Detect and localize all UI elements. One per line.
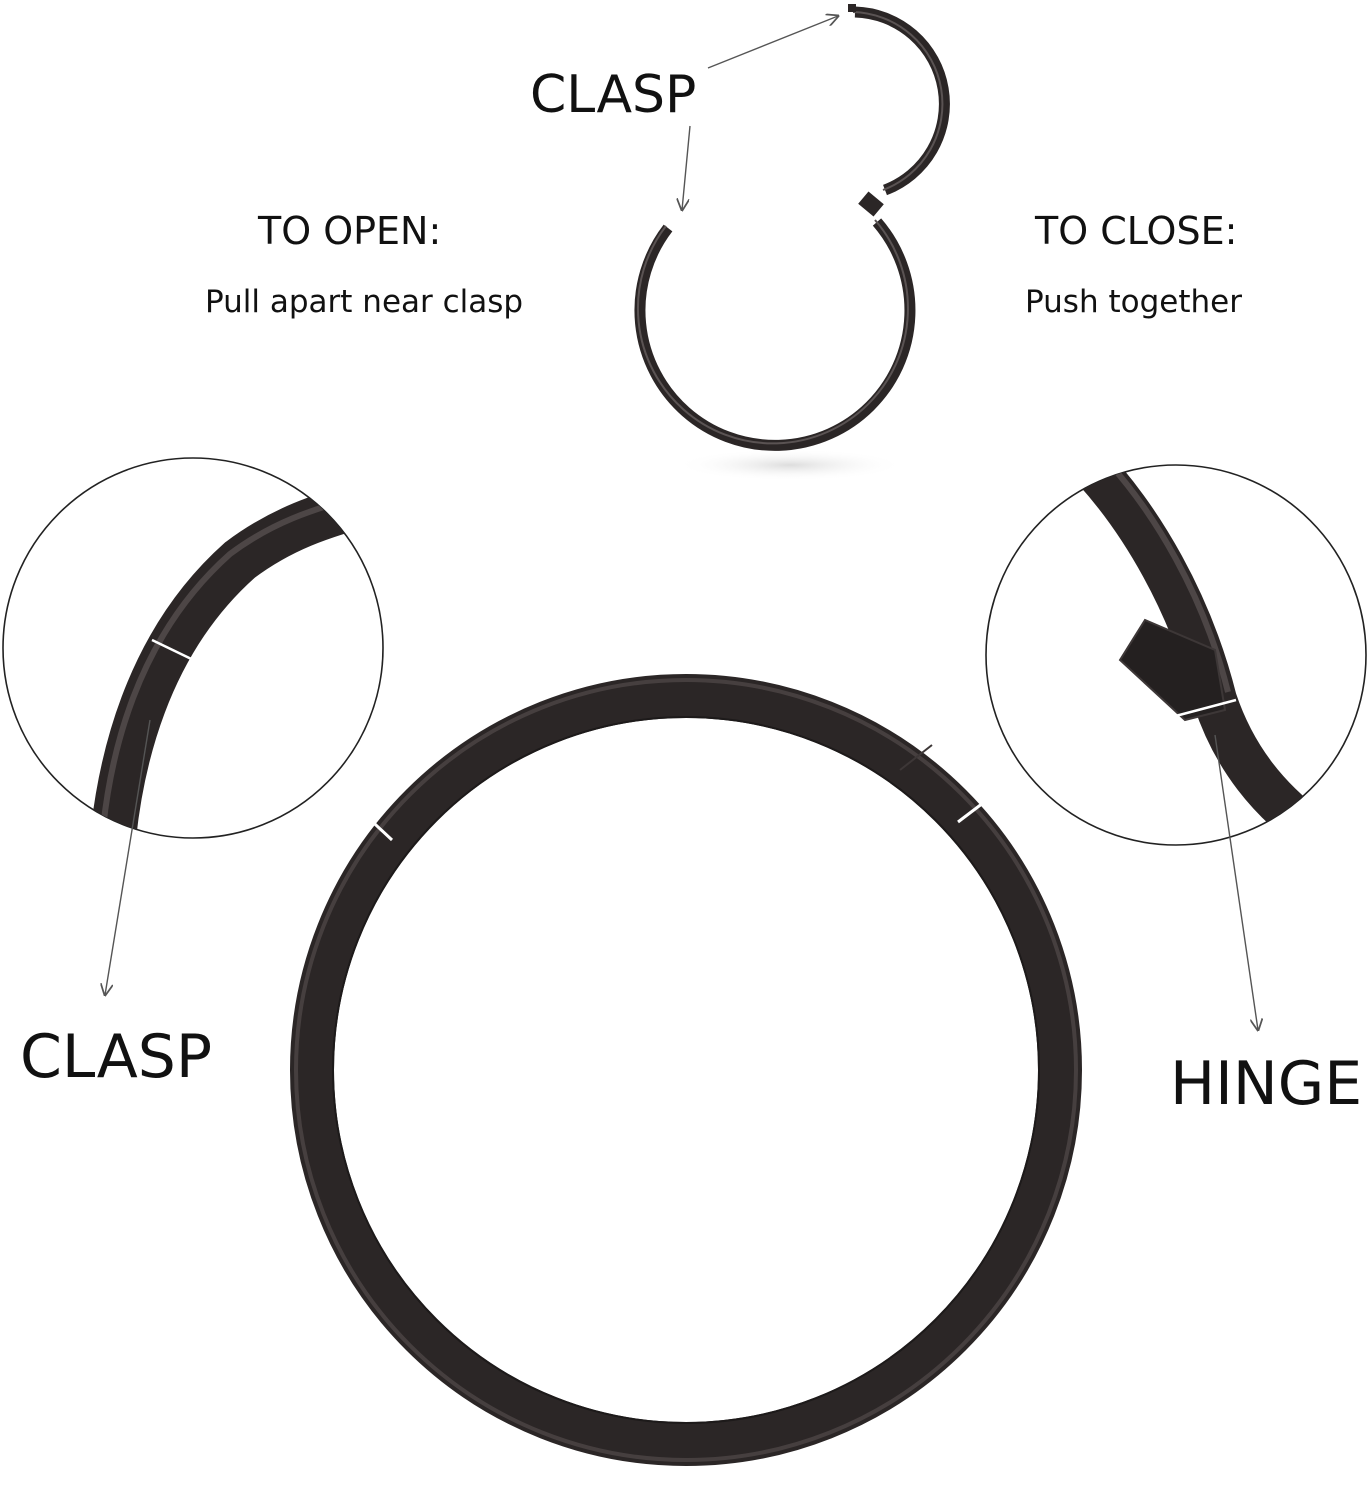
close-title: TO CLOSE: <box>1034 209 1237 253</box>
top-clasp-pointers <box>682 16 838 210</box>
magnified-hinge-seam <box>1167 698 1237 720</box>
main-ring-inner-edge <box>332 716 1040 1424</box>
pointer-clasp-bottom <box>105 719 151 995</box>
pointer-to-tip <box>707 16 838 69</box>
ring-shadow <box>675 449 905 481</box>
lower-ring-highlight <box>636 219 909 445</box>
pointer-to-gap <box>682 125 691 210</box>
open-ring-illustration <box>634 4 950 481</box>
bottom-clasp-label: CLASP <box>20 1022 212 1092</box>
upper-ring-arm <box>854 6 950 196</box>
open-title: TO OPEN: <box>257 209 441 253</box>
main-ring <box>290 674 1082 1466</box>
close-instruction: Push together <box>1025 284 1242 320</box>
upper-ring-highlight <box>852 11 944 191</box>
hinge-magnifier <box>985 464 1367 846</box>
main-ring-body <box>290 674 1082 1466</box>
clasp-tip-small <box>848 4 856 12</box>
open-instruction: Pull apart near clasp <box>205 284 523 320</box>
magnified-hinge-block <box>1118 618 1227 722</box>
magnified-clasp-seam <box>151 638 211 670</box>
hinge-block-small <box>858 191 884 217</box>
hinge-label: HINGE <box>1170 1049 1362 1119</box>
main-ring-highlight <box>294 678 1078 1462</box>
magnifier-pointers <box>105 719 1258 1030</box>
pointer-hinge-bottom <box>1214 734 1258 1030</box>
main-ring-hinge-seam <box>957 798 988 824</box>
magnified-ring-left <box>87 477 383 838</box>
magnified-ring-right-highlight <box>1105 465 1231 693</box>
main-ring-clasp-seam <box>360 810 394 842</box>
top-clasp-label: CLASP <box>530 65 696 125</box>
clasp-magnifier <box>2 457 384 839</box>
main-ring-hinge-edge <box>899 744 933 771</box>
magnified-ring-left-highlight <box>97 491 371 838</box>
lower-ring-body <box>634 218 916 451</box>
